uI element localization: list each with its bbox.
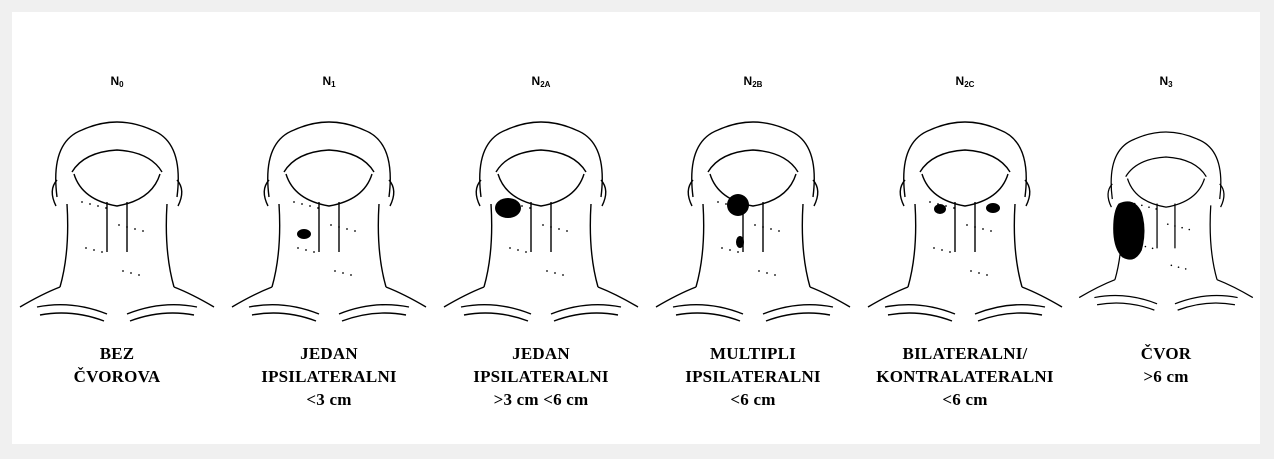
- neck-outline: [656, 122, 850, 321]
- caption-line: BEZ: [12, 342, 222, 365]
- caption: MULTIPLI IPSILATERALNI <6 cm: [648, 342, 858, 411]
- panel-n2b: N2B MULTIPLI IPSILATERALNI <6 cm: [648, 12, 858, 444]
- lymph-node-mark: [736, 236, 744, 248]
- caption-line: MULTIPLI: [648, 342, 858, 365]
- stage-label: N2A: [436, 74, 646, 88]
- neck-illustration: [860, 102, 1070, 332]
- stage-label: N2C: [860, 74, 1070, 88]
- neck-illustration: [1072, 102, 1260, 332]
- caption-line: <6 cm: [648, 388, 858, 411]
- neck-outline: [868, 122, 1062, 321]
- panel-n2a: N2A JEDAN IPSILATERALNI >3 cm <6 cm: [436, 12, 646, 444]
- neck-outline: [232, 122, 426, 321]
- panel-n2c: N2C BILATERALNI/ KONTRALATERALNI <6 cm: [860, 12, 1070, 444]
- caption-line: >3 cm <6 cm: [436, 388, 646, 411]
- caption-line: IPSILATERALNI: [436, 365, 646, 388]
- caption: ČVOR >6 cm: [1072, 342, 1260, 388]
- caption: BILATERALNI/ KONTRALATERALNI <6 cm: [860, 342, 1070, 411]
- caption-line: ČVOROVA: [12, 365, 222, 388]
- lymph-node-mark: [986, 203, 1000, 213]
- neck-illustration: [224, 102, 434, 332]
- caption-line: BILATERALNI/: [860, 342, 1070, 365]
- panel-n1: N1 JEDAN IPSILATERALNI <3 cm: [224, 12, 434, 444]
- caption-line: >6 cm: [1072, 365, 1260, 388]
- caption: JEDAN IPSILATERALNI <3 cm: [224, 342, 434, 411]
- neck-illustration: [436, 102, 646, 332]
- caption-line: JEDAN: [436, 342, 646, 365]
- caption-line: JEDAN: [224, 342, 434, 365]
- caption: BEZ ČVOROVA: [12, 342, 222, 388]
- stage-label: N0: [12, 74, 222, 88]
- neck-outline: [444, 122, 638, 321]
- stage-label: N2B: [648, 74, 858, 88]
- neck-outline: [1079, 132, 1253, 310]
- lymph-node-mark: [934, 204, 946, 214]
- panel-n0: N0 BEZ ČVOROVA: [12, 12, 222, 444]
- caption-line: IPSILATERALNI: [224, 365, 434, 388]
- lymph-node-mark: [727, 194, 749, 216]
- caption-line: <6 cm: [860, 388, 1070, 411]
- caption: JEDAN IPSILATERALNI >3 cm <6 cm: [436, 342, 646, 411]
- diagram-frame: N0 BEZ ČVOROVA N1 JEDAN IPSILATERALNI <3…: [12, 12, 1260, 444]
- caption-line: KONTRALATERALNI: [860, 365, 1070, 388]
- lymph-node-mark: [495, 198, 521, 218]
- caption-line: IPSILATERALNI: [648, 365, 858, 388]
- caption-line: <3 cm: [224, 388, 434, 411]
- panel-n3: N3 ČVOR >6 cm: [1072, 12, 1260, 444]
- stage-label: N1: [224, 74, 434, 88]
- neck-outline: [20, 122, 214, 321]
- lymph-node-mark: [1113, 201, 1144, 259]
- neck-illustration: [648, 102, 858, 332]
- lymph-node-mark: [297, 229, 311, 239]
- stage-label: N3: [1072, 74, 1260, 88]
- neck-illustration: [12, 102, 222, 332]
- caption-line: ČVOR: [1072, 342, 1260, 365]
